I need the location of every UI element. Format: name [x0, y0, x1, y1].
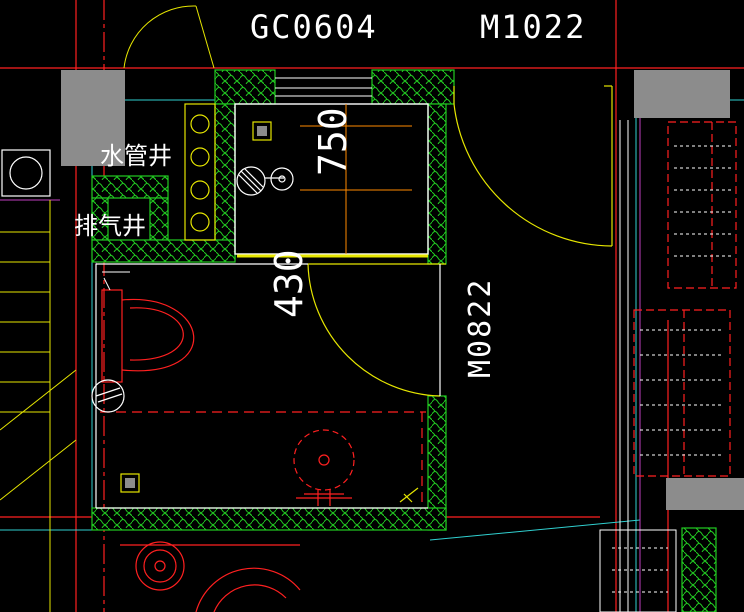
right-stair-upper-treads	[674, 145, 732, 257]
bathroom-walls	[91, 69, 717, 612]
left-wall-fixture	[1, 149, 51, 197]
toilet	[91, 289, 195, 413]
dimension-750: 750	[311, 107, 355, 176]
right-stair-lower	[633, 309, 731, 477]
water-shaft-label: 水管井	[100, 142, 172, 170]
pipe-circle	[190, 180, 210, 200]
toilet-pipe-marks	[102, 271, 130, 291]
door-tag-top-label: M1022	[480, 8, 586, 46]
right-wall-lines	[619, 120, 629, 612]
door-m0822	[307, 263, 446, 397]
floor-drain-bottom	[120, 473, 140, 493]
shower-head	[236, 166, 294, 196]
right-stair-upper	[667, 121, 737, 289]
pipe-circle	[190, 147, 210, 167]
floor-drain-top	[252, 121, 272, 141]
window-gc0604	[275, 77, 372, 97]
columns	[61, 70, 744, 510]
bottom-right-stair	[599, 529, 677, 612]
column-top-left	[61, 70, 125, 166]
window-tag-label: GC0604	[250, 8, 378, 46]
washbasin	[293, 429, 355, 506]
bottom-fixtures	[120, 541, 301, 612]
column-bottom-right	[666, 478, 744, 510]
corner-fixture	[399, 487, 419, 503]
door-tag-side-label: M0822	[463, 278, 498, 378]
shower-room	[234, 103, 429, 258]
dimension-430: 430	[267, 249, 311, 318]
exhaust-shaft-label: 排气井	[74, 212, 146, 240]
door-m1022	[453, 85, 613, 247]
pipe-circle	[190, 212, 210, 232]
wet-zone-dashed	[100, 411, 426, 505]
pipe-circle	[190, 114, 210, 134]
top-door-arc	[123, 5, 215, 69]
left-stair	[0, 200, 77, 612]
pipe-shaft	[184, 103, 216, 241]
column-top-right	[634, 70, 730, 118]
right-stair-lower-treads	[640, 329, 724, 456]
